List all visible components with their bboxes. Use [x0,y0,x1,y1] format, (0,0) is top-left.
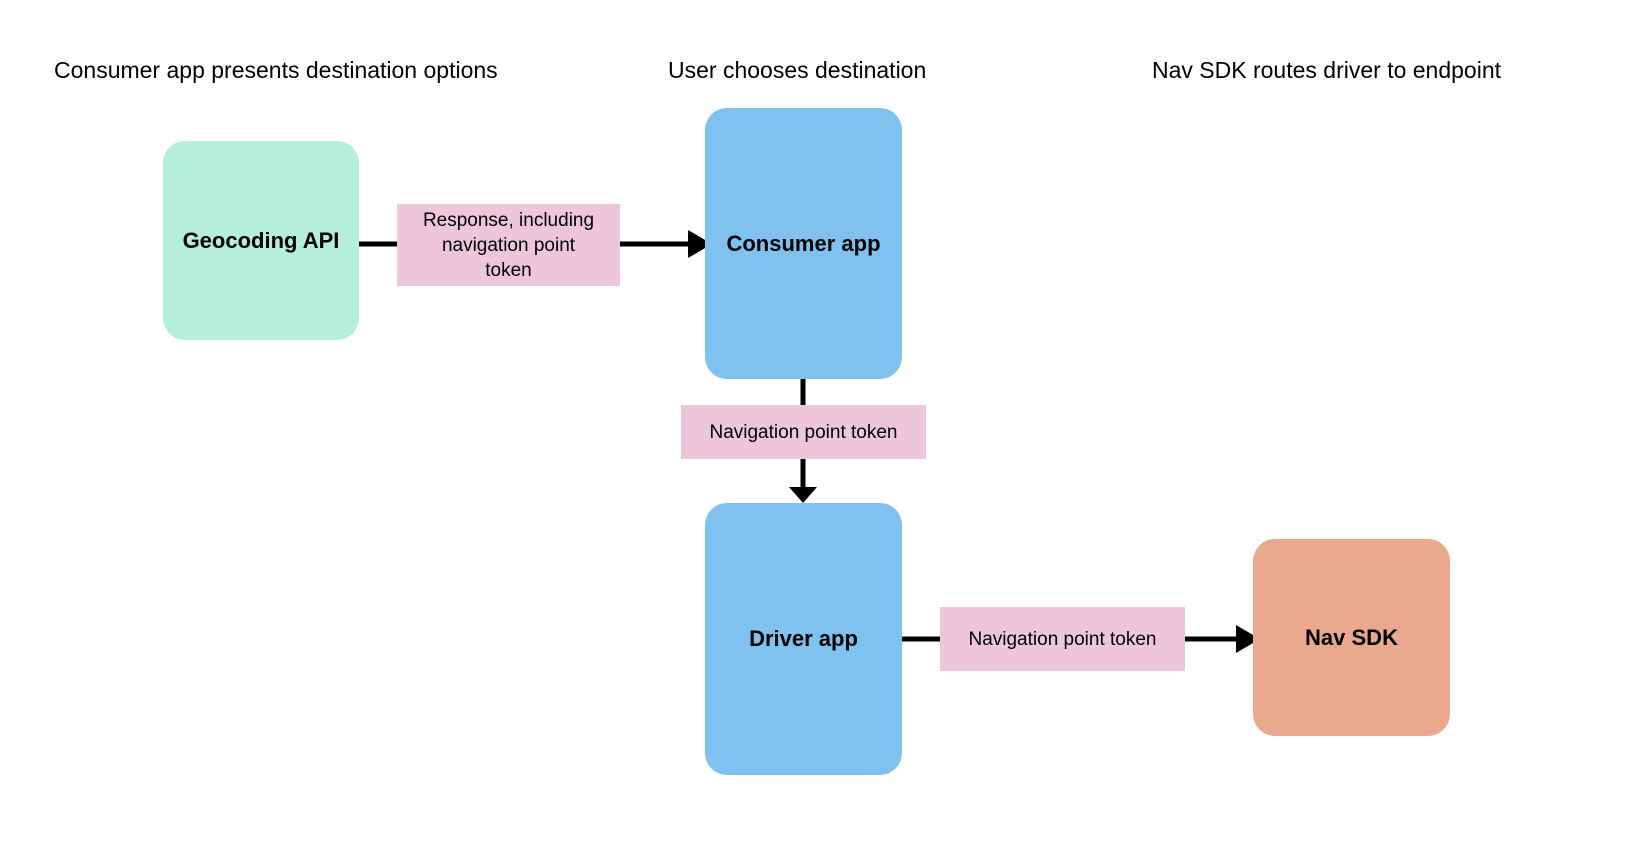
edge-label-response-including-navigation-point-token: Response, including navigation point tok… [397,204,620,286]
edge-label-line-1: Response, including [422,209,595,231]
node-driver-app[interactable]: Driver app [705,503,902,775]
node-geocoding-api[interactable]: Geocoding API [163,141,359,340]
column-header-consumer-app-presents: Consumer app presents destination option… [54,57,498,83]
node-consumer-app[interactable]: Consumer app [705,108,902,379]
node-nav-sdk[interactable]: Nav SDK [1253,539,1450,736]
column-header-user-chooses-destination: User chooses destination [668,57,927,83]
edge-label-navigation-point-token-consumer-to-driver: Navigation point token [681,405,926,459]
edge-label-line-2: navigation point [441,234,576,256]
column-header-nav-sdk-routes-driver: Nav SDK routes driver to endpoint [1152,57,1502,83]
edge-label-navigation-point-token-driver-to-navsdk: Navigation point token [940,607,1185,671]
edge-label-text: Response, including navigation point tok… [423,208,594,283]
edge-label-line-3: token [485,259,532,281]
